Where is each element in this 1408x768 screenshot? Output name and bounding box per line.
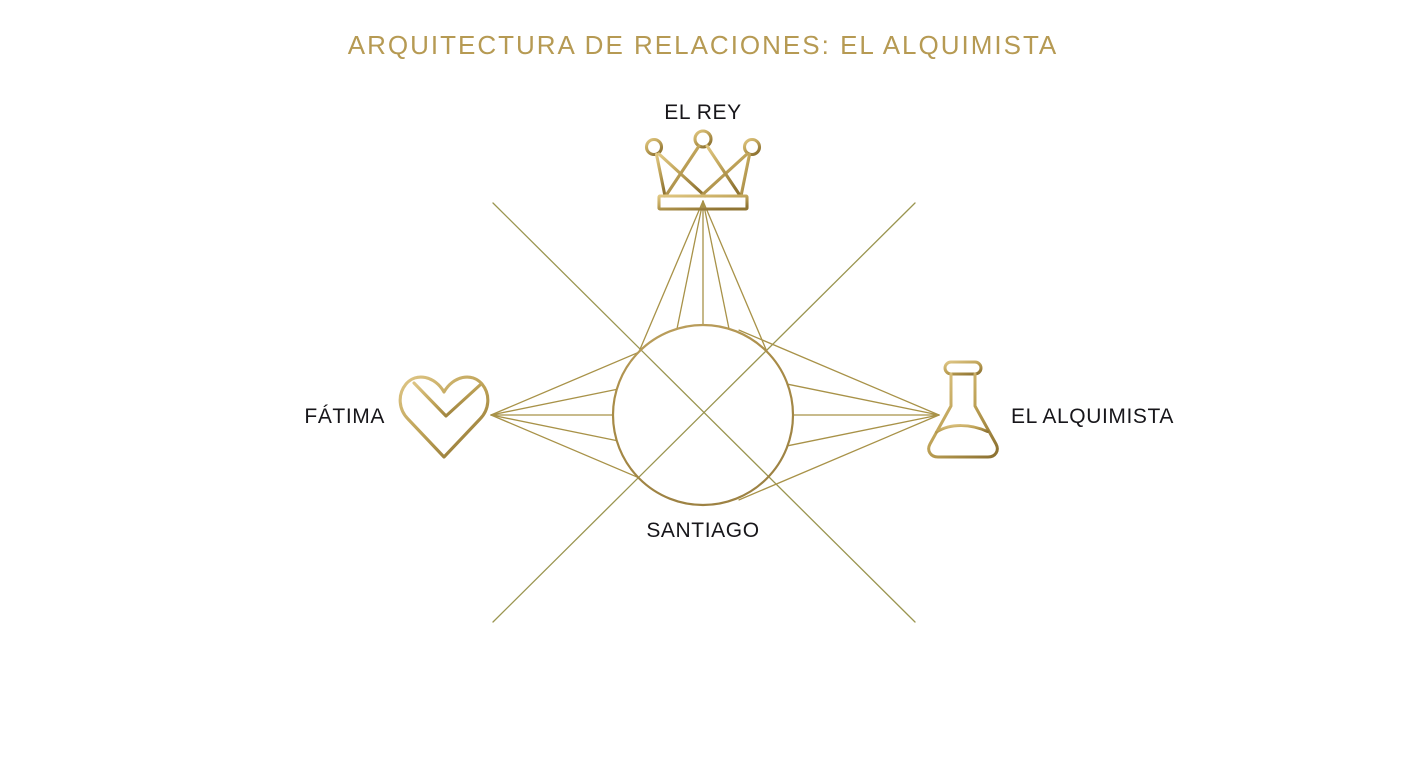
heart-inner-check (412, 381, 482, 418)
ray-el-alquimista (786, 383, 940, 416)
heart-icon (398, 375, 490, 459)
ray-el-rey (638, 200, 704, 353)
ray-el-rey (676, 200, 704, 330)
ray-el-alquimista (738, 414, 940, 501)
ray-el-rey (702, 200, 730, 330)
crown-zigzag-right (699, 152, 749, 198)
crown-zigzag-right2 (705, 144, 741, 196)
crossing-lines (492, 202, 916, 623)
node-label-el-rey: EL REY (664, 101, 742, 124)
node-label-fatima: FÁTIMA (304, 405, 385, 428)
ray-fatima (490, 414, 618, 442)
node-label-santiago: SANTIAGO (646, 519, 759, 542)
crown-peak-left-icon (644, 137, 664, 157)
flask-body (927, 372, 999, 459)
flask-rim (943, 360, 983, 376)
heart-outline (398, 375, 490, 459)
ray-fatima (490, 414, 639, 479)
node-label-el-alquimista: EL ALQUIMISTA (1011, 405, 1174, 428)
ray-el-rey (702, 200, 768, 353)
ray-fatima (490, 388, 618, 416)
ray-el-alquimista (786, 414, 940, 447)
flask-icon (927, 360, 999, 459)
center-circle-icon (611, 323, 795, 507)
crown-zigzag-left (657, 152, 707, 198)
ray-fatima (490, 351, 639, 416)
crown-icon (644, 129, 762, 211)
crown-zigzag-left2 (665, 144, 701, 196)
ray-fans (490, 200, 940, 501)
crown-peak-center-icon (693, 129, 713, 149)
diagonal-tr-bl (492, 202, 916, 623)
crown-body-right (739, 152, 752, 198)
crown-body-left (654, 152, 667, 198)
flask-liquid-line (935, 424, 989, 434)
ray-el-alquimista (738, 329, 940, 416)
page-title: ARQUITECTURA DE RELACIONES: EL ALQUIMIST… (348, 30, 1058, 60)
labels: ARQUITECTURA DE RELACIONES: EL ALQUIMIST… (304, 30, 1174, 542)
crown-base-band (657, 194, 749, 211)
crown-peak-right-icon (742, 137, 762, 157)
